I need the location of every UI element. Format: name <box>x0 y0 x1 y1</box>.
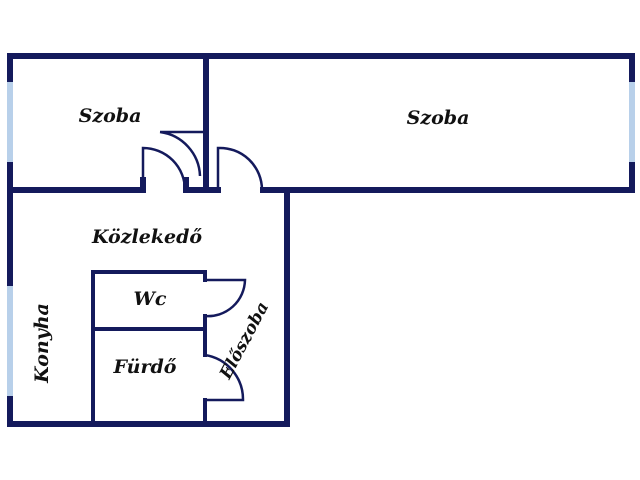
windows <box>7 82 635 396</box>
label-wc: Wc <box>134 288 167 310</box>
window-right <box>629 82 635 162</box>
label-room-left: Szoba <box>79 105 142 127</box>
door-left-room-leaf <box>159 130 206 177</box>
door-left-room <box>141 146 187 191</box>
label-kitchen: Konyha <box>31 303 53 384</box>
doors <box>141 130 264 402</box>
door-right-room <box>216 146 264 191</box>
inner-walls <box>91 270 207 426</box>
label-bathroom: Fürdő <box>113 356 177 378</box>
label-corridor: Közlekedő <box>91 226 202 248</box>
door-bathroom <box>204 353 245 402</box>
label-room-right: Szoba <box>407 107 470 129</box>
door-wc <box>204 278 247 318</box>
window-left-bottom <box>7 286 13 396</box>
window-left-top <box>7 82 13 162</box>
